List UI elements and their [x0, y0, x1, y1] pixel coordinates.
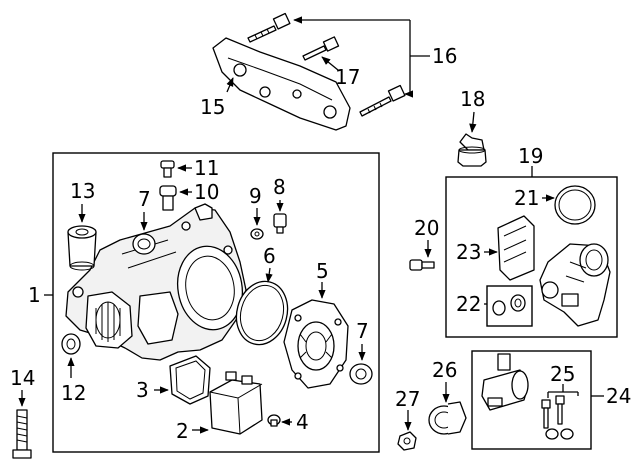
drain-nut-part — [397, 431, 417, 451]
callout-label-15: 15 — [200, 95, 225, 119]
callout-label-13: 13 — [70, 179, 95, 203]
leader-lines — [18, 16, 604, 434]
callout-label-16: 16 — [432, 44, 457, 68]
callout-label-8: 8 — [273, 175, 286, 199]
callout-label-20: 20 — [414, 216, 439, 240]
callout-label-6: 6 — [263, 244, 276, 268]
drain-plug-part — [273, 213, 287, 234]
solenoid-valve-part — [481, 353, 529, 411]
assembly-box-main — [52, 152, 380, 453]
actuator-bolt-part — [267, 414, 281, 427]
callout-label-10: 10 — [194, 180, 219, 204]
callout-label-19: 19 — [518, 144, 543, 168]
callout-label-21: 21 — [514, 186, 539, 210]
long-mounting-bolt-part — [12, 409, 32, 459]
axle-seal-right-part — [349, 363, 373, 385]
callout-label-26: 26 — [432, 358, 457, 382]
callout-label-24: 24 — [606, 384, 631, 408]
callout-label-22: 22 — [456, 292, 481, 316]
callout-label-4: 4 — [296, 410, 309, 434]
clutch-actuator-motor-part — [539, 243, 611, 327]
breather-vent-part — [457, 133, 487, 167]
callout-label-27: 27 — [395, 387, 420, 411]
bracket-stud-part — [302, 36, 340, 61]
callout-labels: 1 2 3 4 5 6 7 7 8 9 10 11 12 13 14 15 16… — [10, 44, 631, 443]
assembly-box-valve — [471, 350, 592, 450]
actuator-module-part — [209, 371, 263, 435]
callout-label-14: 14 — [10, 366, 35, 390]
fill-plug-part — [160, 160, 175, 178]
callout-label-18: 18 — [460, 87, 485, 111]
filter-housing-part — [428, 401, 467, 435]
control-module-part — [497, 215, 535, 281]
bracket-bolt-upper-part — [247, 12, 291, 43]
bracket-bolt-lower-part — [359, 84, 406, 117]
actuator-gasket-part — [169, 355, 211, 405]
callout-label-5: 5 — [316, 259, 329, 283]
mount-bracket-part — [212, 37, 351, 131]
axle-seal-left-part — [61, 333, 81, 355]
callout-label-11: 11 — [194, 156, 219, 180]
callout-label-9: 9 — [249, 184, 262, 208]
crush-washer-part — [250, 228, 264, 240]
callout-label-3: 3 — [136, 378, 149, 402]
callout-label-2: 2 — [176, 419, 189, 443]
callout-label-25: 25 — [550, 362, 575, 386]
callout-label-17: 17 — [335, 65, 360, 89]
callout-label-23: 23 — [456, 240, 481, 264]
valve-bolt-kit-part — [541, 395, 574, 440]
actuator-o-ring-part — [554, 185, 596, 225]
callout-label-1: 1 — [28, 283, 41, 307]
callout-label-12: 12 — [61, 381, 86, 405]
assembly-box-seal-kit — [486, 285, 533, 327]
callout-label-7-upper: 7 — [138, 187, 151, 211]
actuator-seal-kit-part — [492, 294, 526, 316]
actuator-mount-bolt-part — [409, 259, 435, 271]
mount-bushing-part — [67, 225, 97, 271]
axle-seal-upper-part — [132, 233, 156, 255]
differential-cover-part — [283, 299, 349, 389]
differential-housing-part — [65, 203, 247, 361]
callout-label-7-lower: 7 — [356, 319, 369, 343]
speed-sensor-part — [159, 185, 177, 211]
